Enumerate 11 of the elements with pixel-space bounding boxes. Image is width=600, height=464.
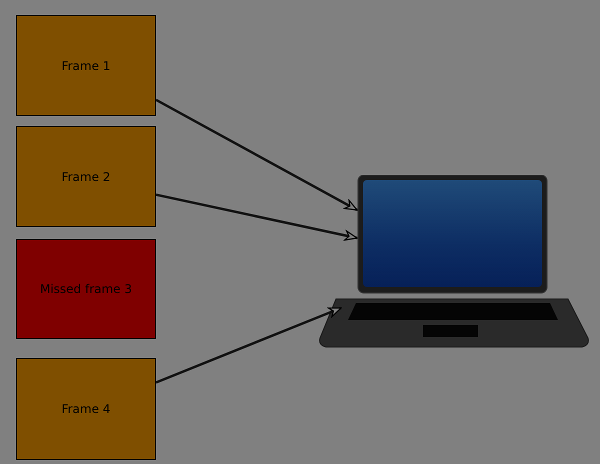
frame-box xyxy=(16,239,156,339)
arrow xyxy=(156,306,342,384)
frame-label: Frame 1 xyxy=(62,58,110,74)
frame-label: Frame 4 xyxy=(62,401,110,418)
frame-box xyxy=(16,126,156,227)
arrow xyxy=(155,98,358,212)
frame-box xyxy=(16,358,156,460)
frame-label: Missed frame 3 xyxy=(40,281,132,298)
arrow xyxy=(156,193,358,241)
frame-label: Frame 2 xyxy=(62,168,110,186)
frame-box xyxy=(16,15,156,116)
